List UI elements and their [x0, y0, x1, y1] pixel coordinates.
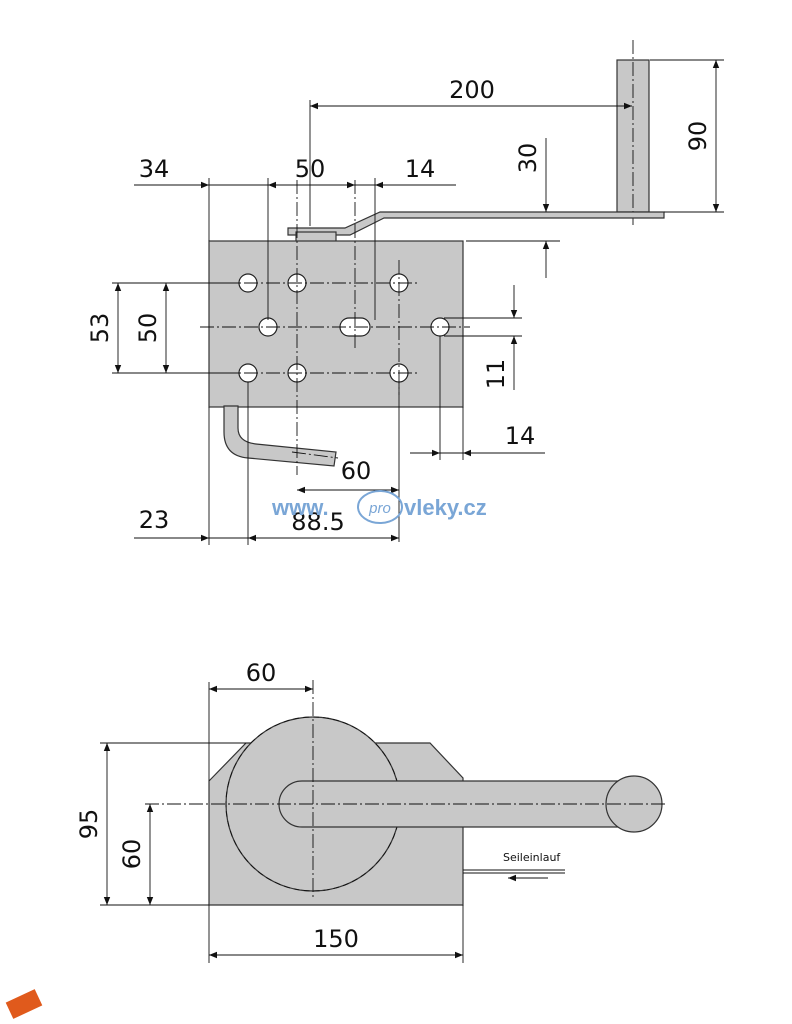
watermark-logo-ring — [357, 490, 403, 524]
side-view: Seileinlauf 60 95 60 150 — [75, 659, 665, 963]
dim-23: 23 — [139, 506, 170, 534]
corner-stamp — [5, 989, 43, 1019]
dim-50-top: 50 — [295, 155, 326, 183]
watermark: www. pro vleky.cz — [271, 490, 487, 524]
handle-center-line — [291, 451, 339, 459]
dim-200: 200 — [449, 76, 495, 104]
watermark-middle: pro — [368, 500, 391, 517]
dim-53: 53 — [86, 313, 114, 344]
dim-30: 30 — [514, 143, 542, 174]
watermark-suffix: vleky.cz — [404, 495, 487, 520]
dim-60-handle: 60 — [341, 457, 372, 485]
dim-150: 150 — [313, 925, 359, 953]
dim-14-bottom: 14 — [505, 422, 536, 450]
dim-50-side: 50 — [134, 313, 162, 344]
bent-strap — [287, 211, 665, 236]
dim-60-side: 60 — [118, 839, 146, 870]
dim-88-5: 88.5 — [291, 508, 344, 536]
dim-11: 11 — [482, 359, 510, 390]
crank-handle — [223, 405, 337, 467]
watermark-prefix: www. — [271, 495, 329, 520]
dim-60-top: 60 — [246, 659, 277, 687]
top-view: 200 90 30 34 50 14 53 50 — [86, 40, 724, 545]
dim-90: 90 — [684, 121, 712, 152]
dim-34: 34 — [139, 155, 170, 183]
rope-label: Seileinlauf — [503, 851, 561, 864]
dim-95: 95 — [75, 809, 103, 840]
dim-14-top: 14 — [405, 155, 436, 183]
